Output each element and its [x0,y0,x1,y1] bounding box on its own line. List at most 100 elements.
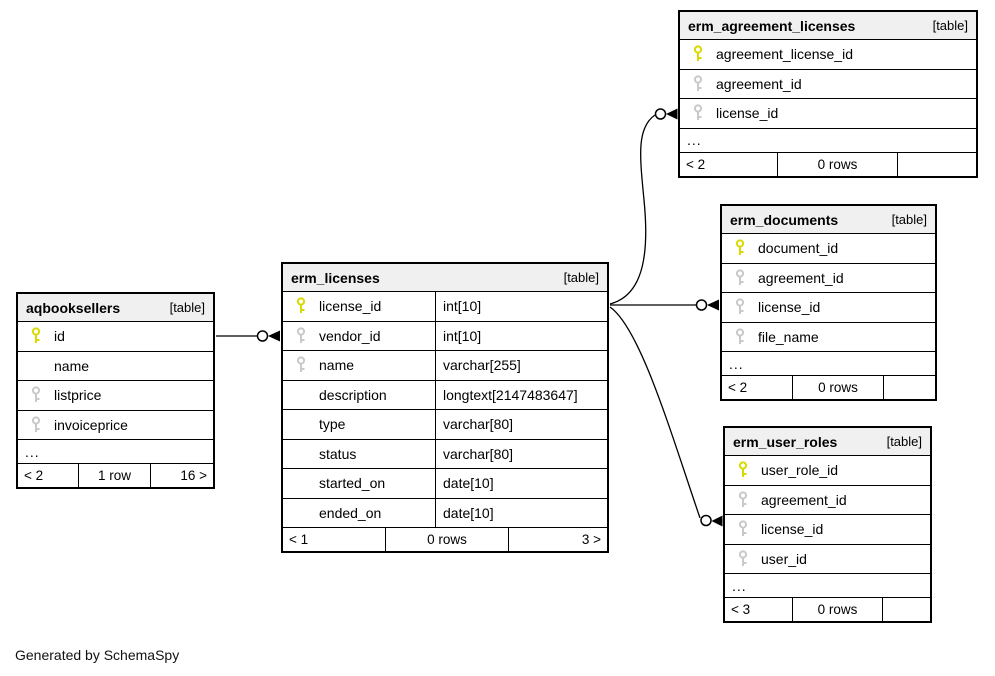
column-name: license_id [716,105,779,122]
table-header: erm_user_roles [table] [725,428,930,455]
table-erm_licenses[interactable]: erm_licenses [table] license_id int[10] … [281,262,609,553]
column-name: name [319,357,355,374]
footer-rowcount: 0 rows [792,598,882,621]
column-name: description [319,386,387,403]
table-tag: [table] [169,300,205,315]
primary-key-icon [693,45,703,62]
column-name: ended_on [319,504,382,521]
column-row: agreement_id [722,262,935,292]
foreign-key-icon [693,75,703,91]
table-header: aqbooksellers [table] [18,294,213,321]
edge-erm_licenses-erm_user_roles [609,306,723,527]
column-row: agreement_id [725,484,930,514]
column-row: document_id [722,233,935,263]
column-name: started_on [319,475,386,492]
footer-children: 16 > [150,464,213,487]
footer-children: 3 > [508,528,607,551]
foreign-key-icon [738,520,748,537]
footer-rowcount: 0 rows [385,528,508,551]
footer-children [897,152,976,176]
column-name: vendor_id [319,327,381,344]
column-row: ended_on date[10] [283,497,607,527]
column-row: agreement_license_id [680,39,976,69]
footer-parents: < 2 [24,468,44,483]
footer-parents: < 2 [686,156,706,172]
footer-parents: < 1 [289,532,309,547]
column-type: date[10] [435,498,607,527]
column-type: date[10] [435,469,607,498]
column-row: status varchar[80] [283,438,607,468]
footer-parents: < 2 [728,380,748,395]
foreign-key-icon [735,269,745,285]
primary-key-icon [738,461,748,478]
edge-aqbooksellers-erm_licenses [216,330,280,342]
foreign-key-icon [296,327,306,343]
column-row: id [18,321,213,351]
table-name: aqbooksellers [26,299,121,316]
footer-children [882,598,930,621]
primary-key-icon [31,327,41,344]
column-row: description longtext[2147483647] [283,379,607,409]
column-row: license_id [725,514,930,544]
column-name: id [54,328,65,345]
table-tag: [table] [932,18,968,33]
column-name: license_id [319,298,382,315]
table-tag: [table] [563,270,599,285]
column-row: license_id int[10] [283,291,607,321]
table-footer: < 2 0 rows [680,151,976,176]
table-name: erm_user_roles [733,433,838,450]
table-tag: [table] [886,434,922,449]
table-erm_documents[interactable]: erm_documents [table] document_id agreem… [720,204,937,401]
foreign-key-icon [693,104,703,121]
ellipsis-row: ... [18,439,213,463]
column-row: listprice [18,380,213,410]
table-erm_agreement_licenses[interactable]: erm_agreement_licenses [table] agreement… [678,10,978,178]
column-row: user_role_id [725,455,930,485]
column-name: license_id [758,299,821,316]
table-erm_user_roles[interactable]: erm_user_roles [table] user_role_id agre… [723,426,932,623]
column-name: type [319,416,346,433]
column-row: vendor_id int[10] [283,320,607,350]
primary-key-icon [296,297,306,314]
foreign-key-icon [296,356,306,373]
column-name: agreement_id [716,75,802,92]
table-aqbooksellers[interactable]: aqbooksellers [table] id name listprice … [16,292,215,489]
ellipsis-row: ... [725,573,930,597]
column-row: user_id [725,543,930,573]
column-type: varchar[80] [435,410,607,439]
column-type: longtext[2147483647] [435,380,607,409]
footer-rowcount: 1 row [78,464,150,487]
table-footer: < 3 0 rows [725,597,930,621]
footer-rowcount: 0 rows [777,152,897,176]
column-type: varchar[80] [435,439,607,468]
edge-erm_licenses-erm_agreement_licenses [609,108,678,305]
footer-children [883,376,935,399]
generated-by-note: Generated by SchemaSpy [15,647,180,663]
table-footer: < 2 0 rows [722,375,935,399]
column-name: agreement_license_id [716,46,853,63]
foreign-key-icon [735,328,745,344]
column-type: int[10] [435,292,607,321]
table-header: erm_licenses [table] [283,264,607,291]
foreign-key-icon [31,416,41,432]
table-footer: < 2 1 row 16 > [18,463,213,487]
table-footer: < 1 0 rows 3 > [283,527,607,551]
foreign-key-icon [735,298,745,315]
column-name: listprice [54,387,102,404]
column-name: document_id [758,240,839,257]
column-row: started_on date[10] [283,468,607,498]
foreign-key-icon [738,550,748,566]
footer-parents: < 3 [731,602,751,617]
primary-key-icon [735,239,745,256]
table-header: erm_documents [table] [722,206,935,233]
column-name: status [319,445,357,462]
column-row: name [18,350,213,380]
column-row: agreement_id [680,68,976,98]
column-row: license_id [680,98,976,128]
footer-rowcount: 0 rows [792,376,883,399]
column-name: agreement_id [761,491,847,508]
column-name: agreement_id [758,269,844,286]
table-name: erm_licenses [291,269,380,286]
column-name: user_role_id [761,462,839,479]
